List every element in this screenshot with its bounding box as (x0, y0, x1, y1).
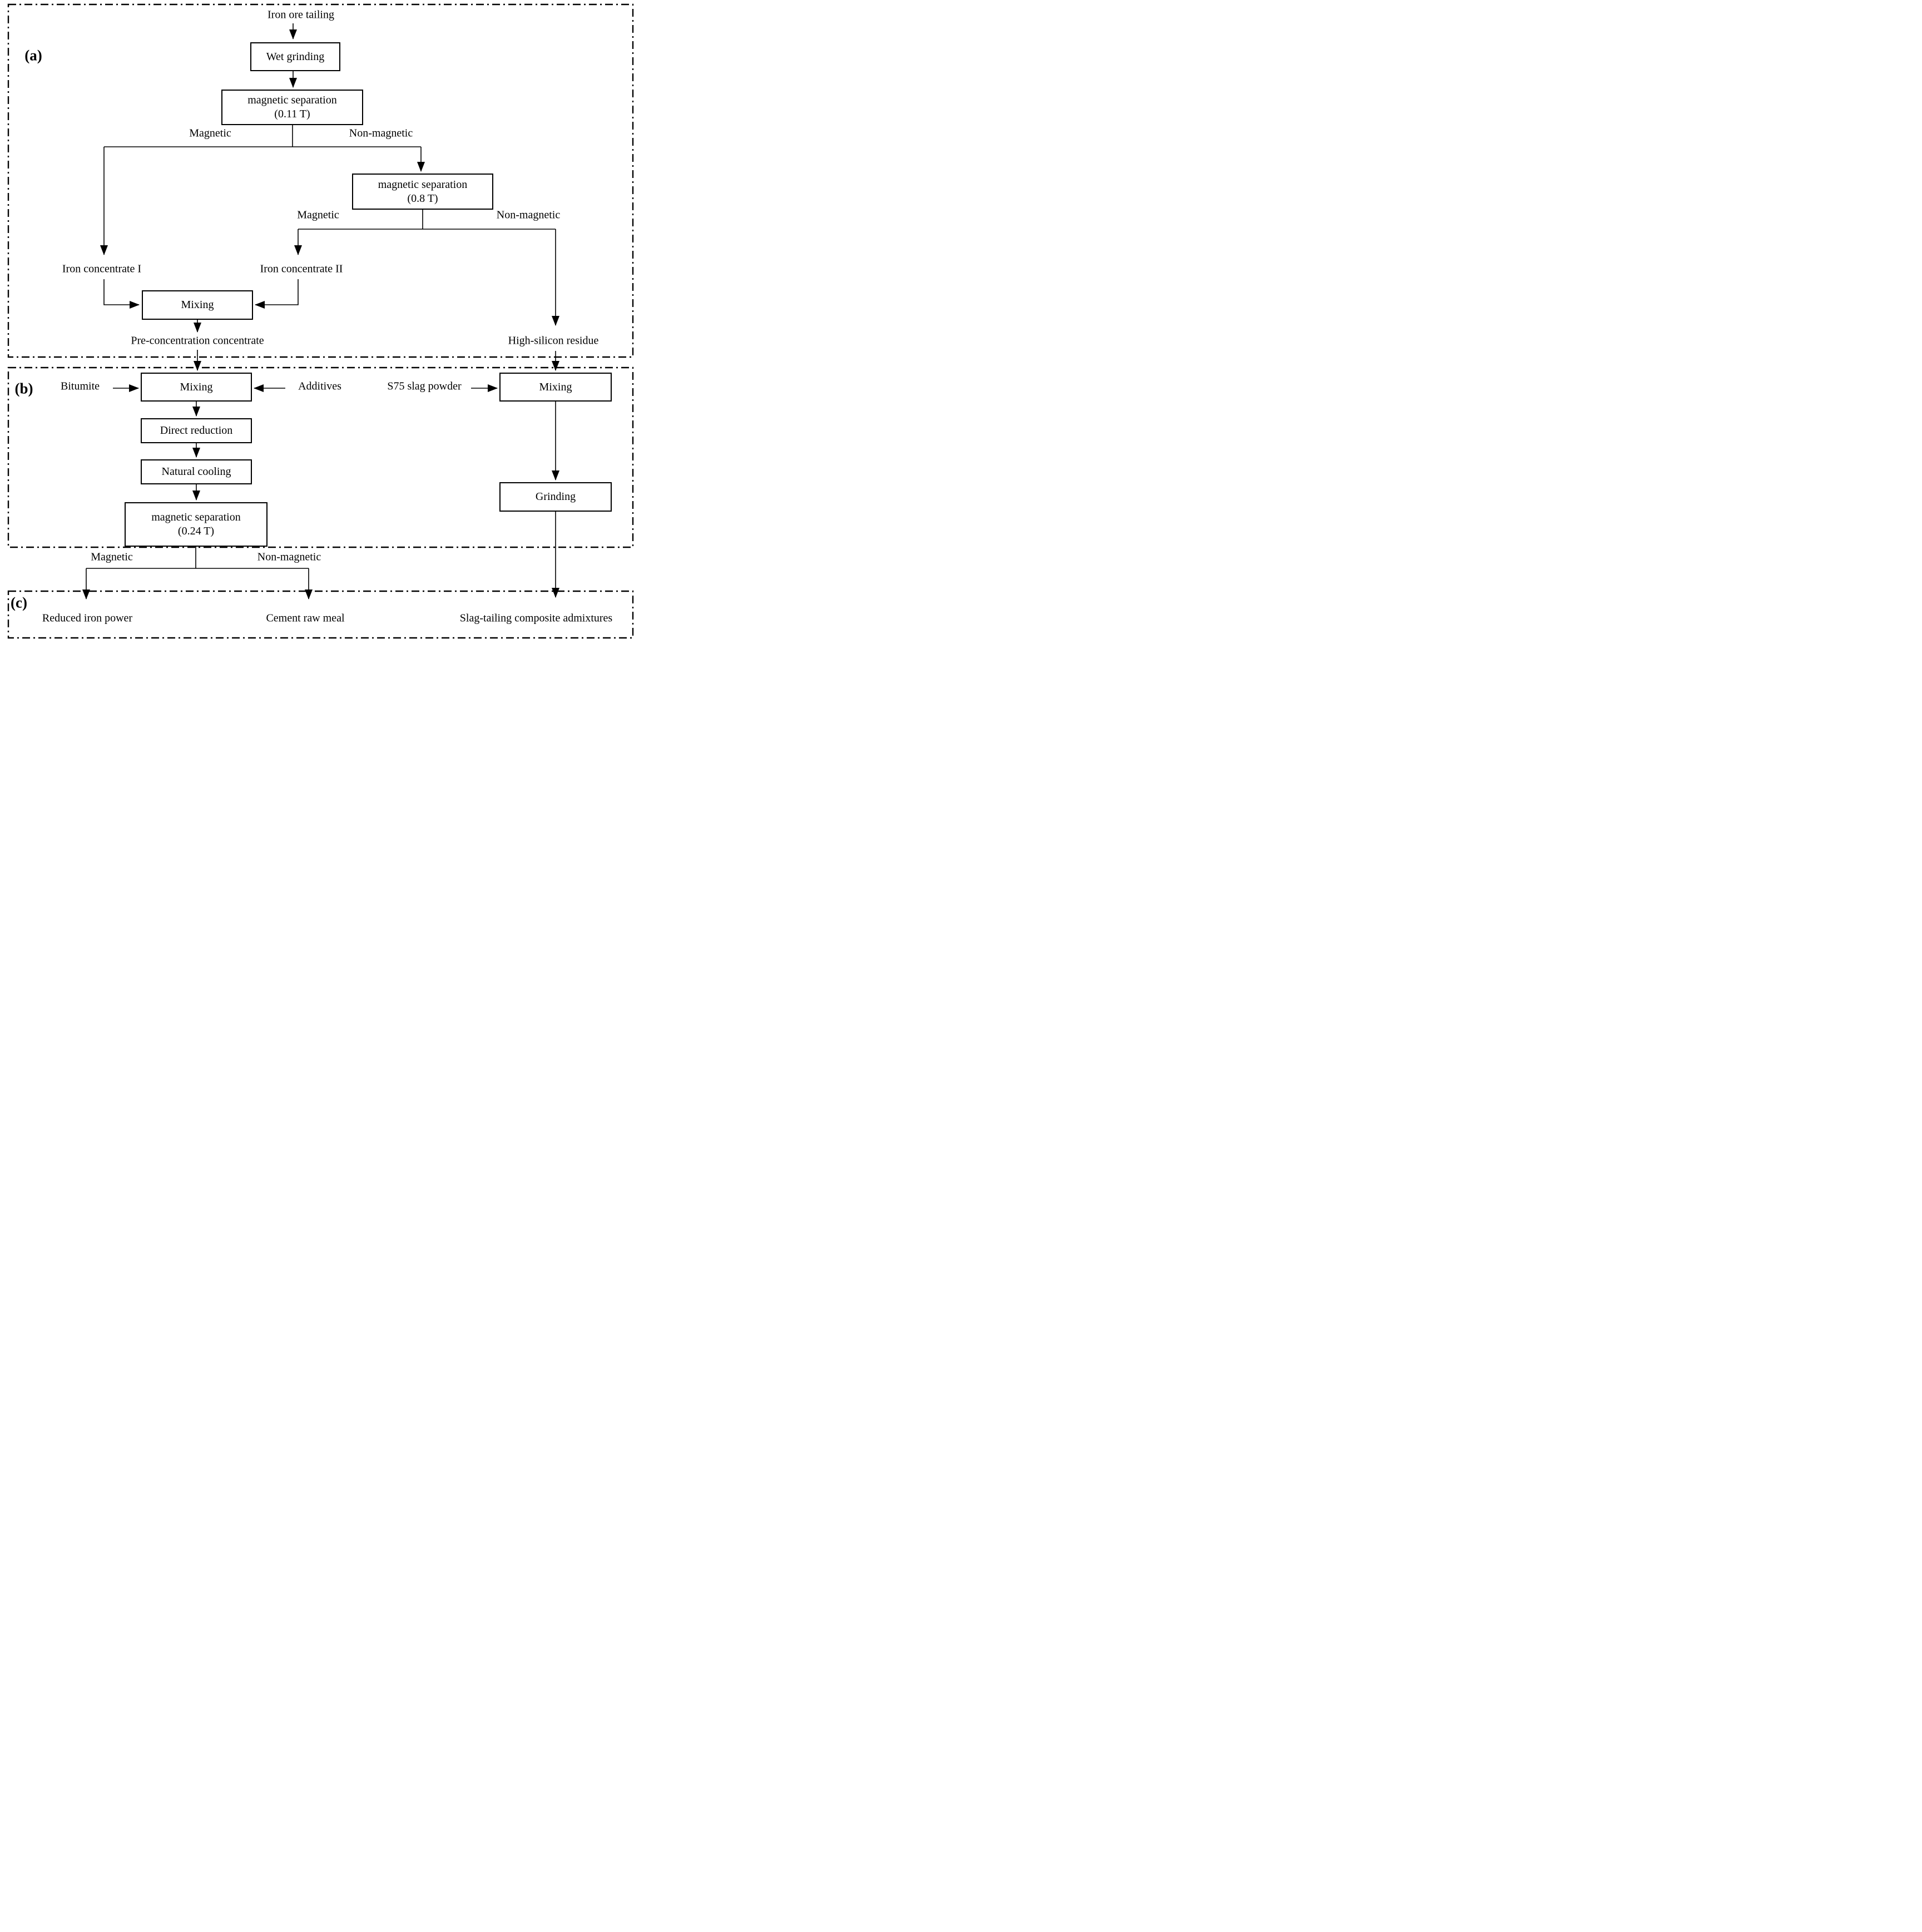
magnetic-separation-1-line2: (0.11 T) (274, 108, 310, 120)
magnetic-separation-2-box: magnetic separation (0.8 T) (352, 174, 493, 210)
wet-grinding-box: Wet grinding (250, 42, 340, 71)
magnetic-separation-2-line1: magnetic separation (378, 178, 468, 191)
magnetic-separation-1-line1: magnetic separation (247, 94, 337, 106)
sep3-non-magnetic-label: Non-magnetic (257, 551, 321, 563)
pre-concentration-concentrate-text: Pre-concentration concentrate (131, 334, 264, 347)
sep1-magnetic-label: Magnetic (189, 127, 231, 140)
sep3-magnetic-label: Magnetic (91, 551, 133, 563)
natural-cooling-label: Natural cooling (161, 465, 231, 478)
magnetic-separation-2-line2: (0.8 T) (407, 192, 438, 205)
cement-raw-meal-text: Cement raw meal (266, 612, 345, 625)
section-c-border (7, 590, 634, 639)
high-silicon-residue-text: High-silicon residue (508, 334, 599, 347)
grinding-label: Grinding (535, 491, 576, 503)
reduced-iron-power-text: Reduced iron power (42, 612, 133, 625)
direct-reduction-box: Direct reduction (141, 418, 252, 443)
iron-concentrate-2-text: Iron concentrate II (260, 262, 343, 275)
grinding-box: Grinding (499, 482, 612, 512)
section-a-border (7, 3, 634, 358)
magnetic-separation-3-line1: magnetic separation (151, 511, 241, 523)
iron-concentrate-1-text: Iron concentrate I (62, 262, 142, 275)
section-a-label: (a) (24, 47, 42, 64)
arrow-concentrate1-to-mixing (103, 279, 140, 309)
mixing-b-right-box: Mixing (499, 373, 612, 402)
sep1-non-magnetic-label: Non-magnetic (349, 127, 413, 140)
mixing-a-label: Mixing (181, 299, 214, 311)
magnetic-separation-3-box: magnetic separation (0.24 T) (125, 502, 268, 547)
wet-grinding-label: Wet grinding (266, 50, 325, 63)
magnetic-separation-3-line2: (0.24 T) (177, 525, 215, 537)
s75-slag-powder-text: S75 slag powder (387, 380, 462, 393)
additives-text: Additives (298, 380, 341, 393)
section-b-label: (b) (14, 380, 33, 397)
direct-reduction-label: Direct reduction (160, 424, 233, 437)
arrow-concentrate2-to-mixing (255, 279, 299, 309)
mixing-b-left-label: Mixing (180, 380, 213, 393)
section-b-border (7, 366, 634, 548)
mixing-a-box: Mixing (142, 290, 253, 320)
sep2-magnetic-label: Magnetic (297, 209, 339, 221)
iron-ore-tailing-text: Iron ore tailing (268, 8, 334, 21)
magnetic-separation-1-box: magnetic separation (0.11 T) (221, 90, 363, 125)
mixing-b-right-label: Mixing (539, 380, 572, 393)
connector-layer (7, 3, 634, 639)
flowchart-canvas: (a) (b) (c) Wet grinding magnetic separa… (0, 0, 641, 644)
natural-cooling-box: Natural cooling (141, 459, 252, 484)
bitumite-text: Bitumite (61, 380, 100, 393)
slag-tailing-composite-admixtures-text: Slag-tailing composite admixtures (459, 612, 613, 625)
section-c-label: (c) (11, 594, 27, 611)
mixing-b-left-box: Mixing (141, 373, 252, 402)
sep2-non-magnetic-label: Non-magnetic (496, 209, 561, 221)
